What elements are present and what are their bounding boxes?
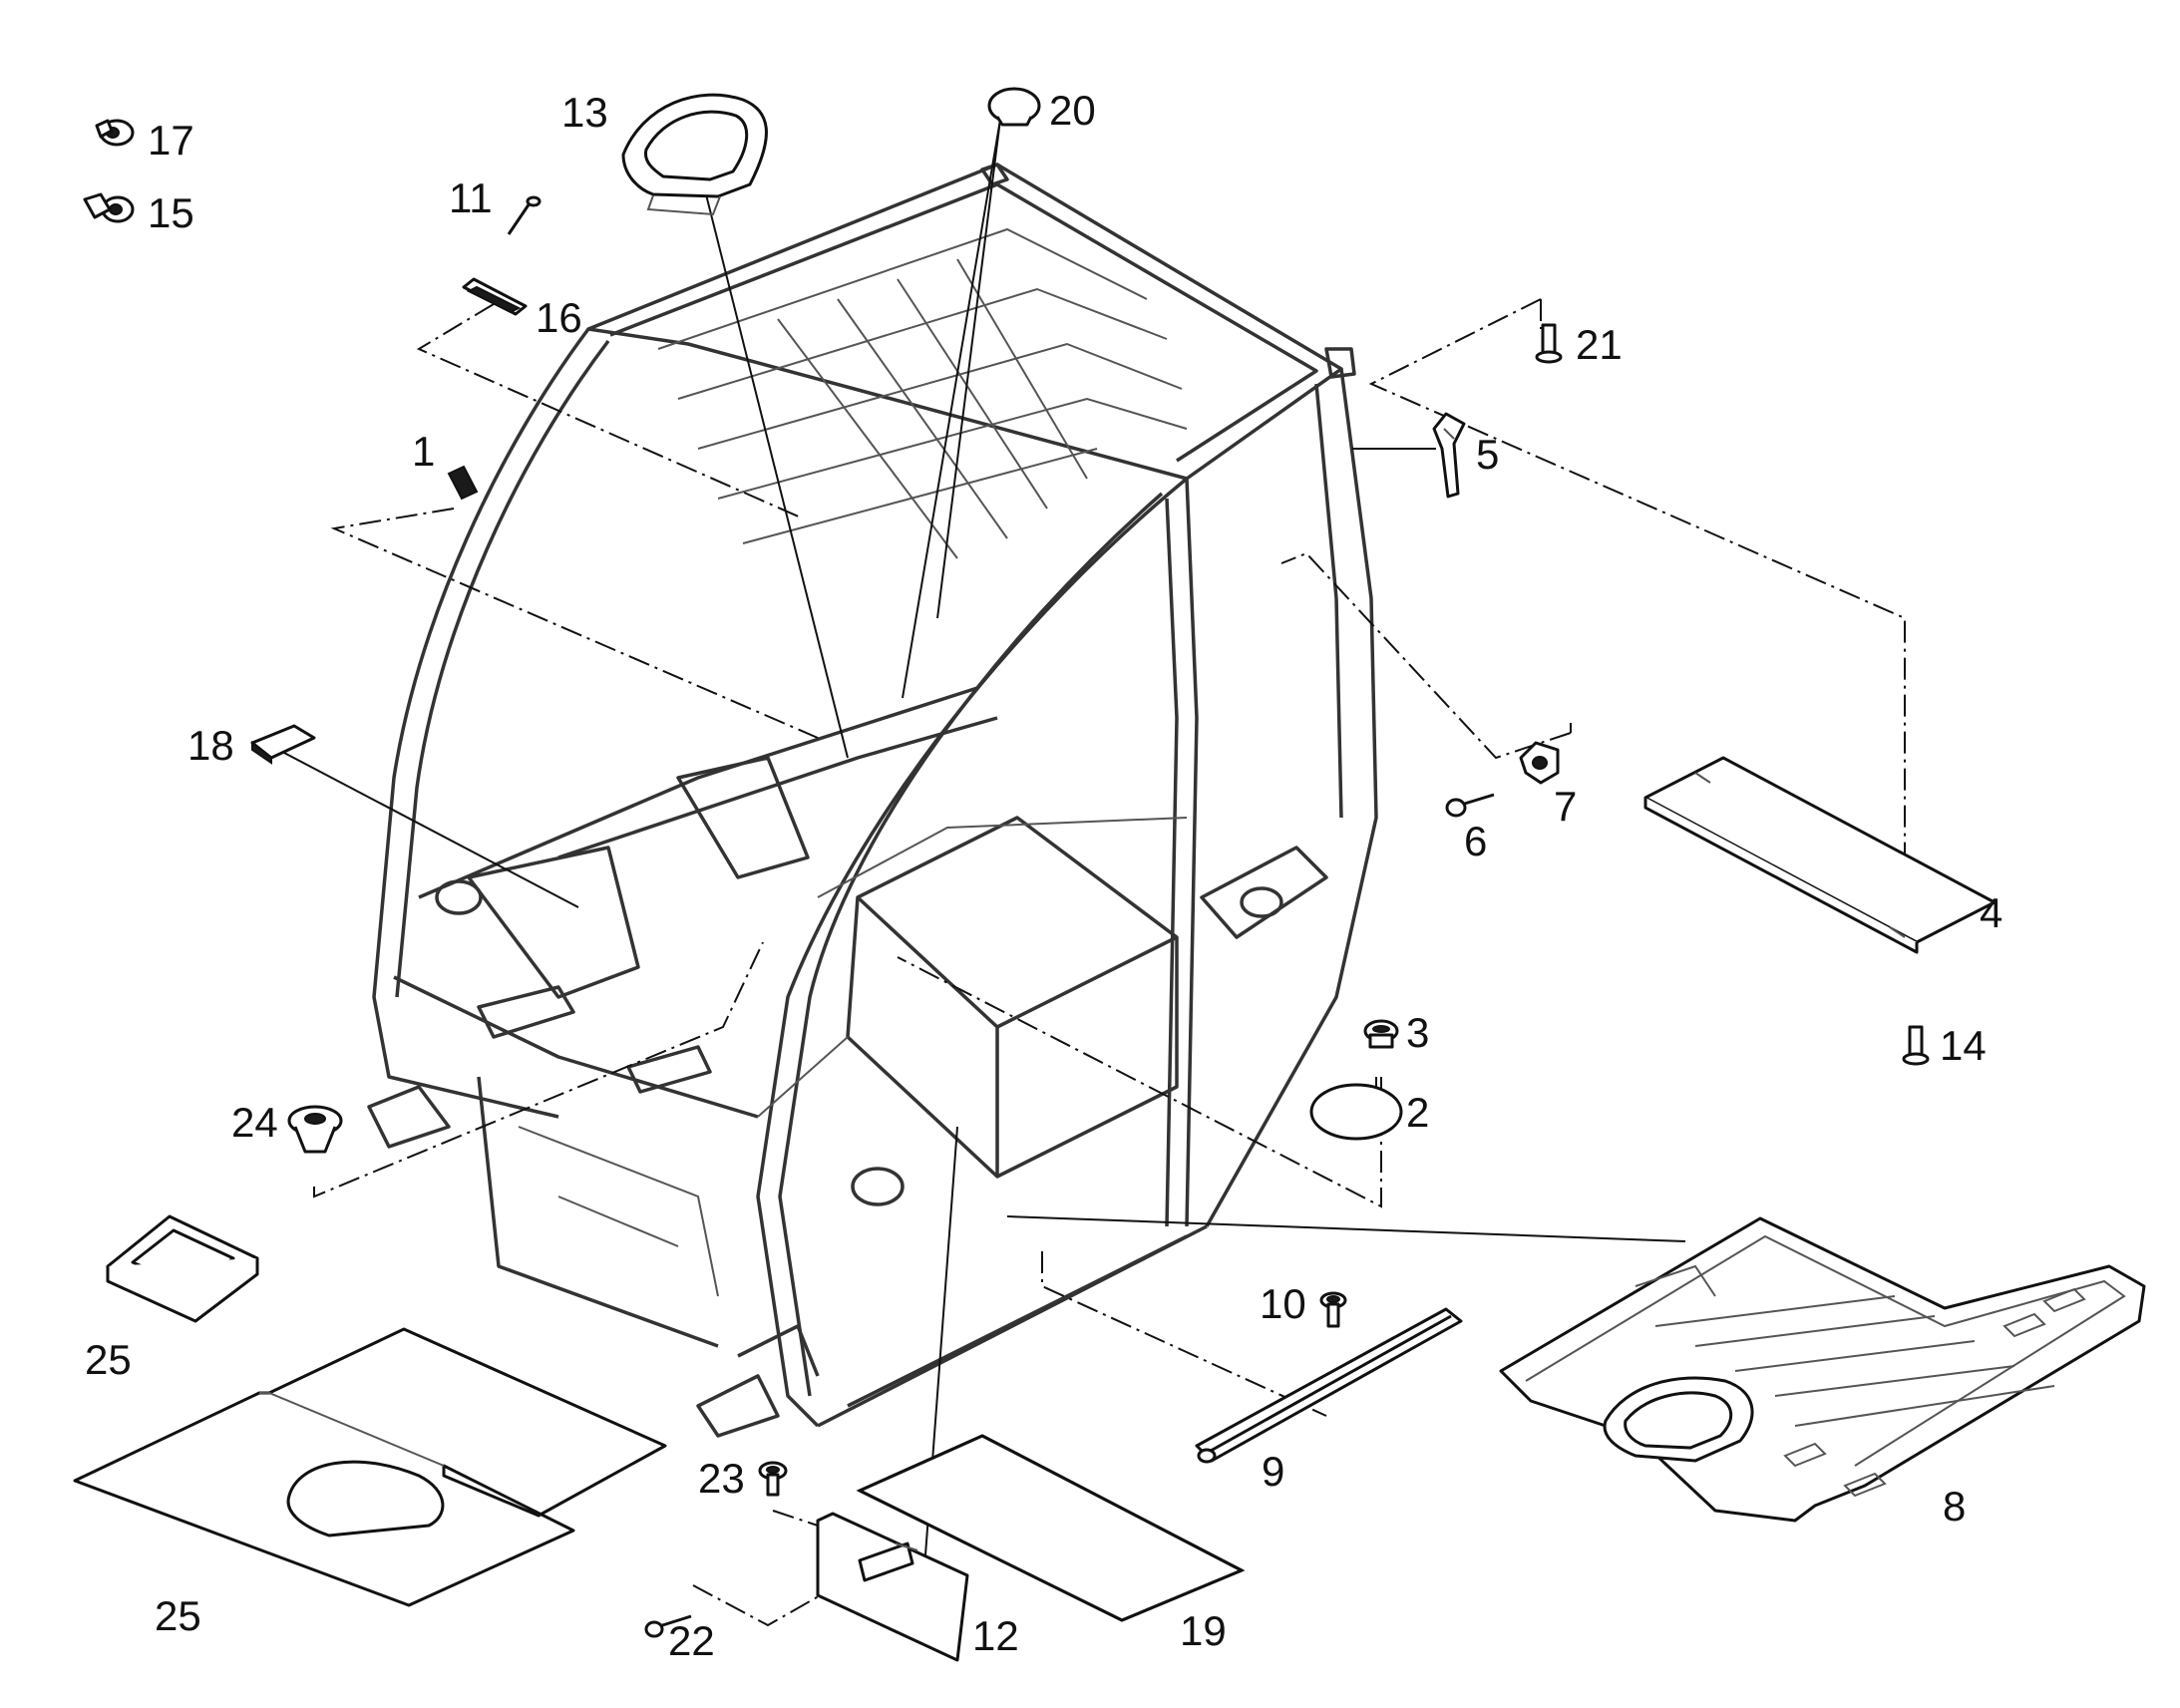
part-19-mesh-mat bbox=[856, 1434, 1246, 1622]
callout-12: 12 bbox=[972, 1612, 1019, 1659]
callout-10: 10 bbox=[1260, 1280, 1306, 1327]
part-1-block bbox=[447, 465, 479, 501]
callout-2: 2 bbox=[1406, 1089, 1429, 1136]
callout-24: 24 bbox=[231, 1099, 278, 1146]
callout-6: 6 bbox=[1464, 818, 1487, 864]
callout-11: 11 bbox=[449, 174, 493, 221]
callout-19: 19 bbox=[1180, 1607, 1227, 1654]
part-10-screw bbox=[1319, 1291, 1347, 1328]
part-11-screw bbox=[507, 195, 542, 235]
leader-lines bbox=[283, 119, 1686, 1636]
callout-20: 20 bbox=[1049, 87, 1096, 134]
callout-23: 23 bbox=[698, 1455, 745, 1502]
callout-7: 7 bbox=[1554, 783, 1577, 830]
callout-21: 21 bbox=[1576, 321, 1623, 368]
callout-3: 3 bbox=[1406, 1009, 1429, 1056]
callout-17: 17 bbox=[148, 117, 194, 164]
callout-4: 4 bbox=[1980, 889, 2002, 936]
part-14-bolt bbox=[1902, 1025, 1930, 1066]
part-9-sill-strip bbox=[1195, 1307, 1463, 1464]
part-21-bolt bbox=[1535, 323, 1563, 364]
roof-grille bbox=[657, 227, 1188, 559]
part-16-strip bbox=[462, 277, 528, 316]
part-22-screw bbox=[644, 1614, 692, 1638]
part-7-nut bbox=[1519, 741, 1560, 785]
part-23-screw bbox=[758, 1461, 788, 1497]
callout-9: 9 bbox=[1262, 1448, 1284, 1495]
part-25-tray bbox=[106, 1214, 259, 1323]
part-3-cap bbox=[1363, 1019, 1399, 1049]
callout-14: 14 bbox=[1940, 1022, 1987, 1069]
part-4-panel bbox=[1643, 756, 1997, 954]
callout-1: 1 bbox=[412, 428, 435, 475]
part-18-pad bbox=[250, 724, 316, 765]
callout-labels: 1 2 3 4 5 6 7 8 9 10 11 12 13 14 15 16 1… bbox=[85, 87, 2002, 1664]
part-2-o-ring bbox=[1309, 1083, 1403, 1141]
part-12-cover bbox=[816, 1512, 969, 1662]
callout-22: 22 bbox=[668, 1617, 715, 1664]
part-25-mat bbox=[73, 1327, 667, 1607]
callout-8: 8 bbox=[1943, 1483, 1966, 1530]
callout-18: 18 bbox=[187, 722, 234, 769]
callout-16: 16 bbox=[536, 294, 582, 341]
callout-13: 13 bbox=[561, 89, 608, 136]
part-15-grommet bbox=[83, 192, 135, 223]
part-13-handle bbox=[621, 93, 768, 216]
part-20-cap bbox=[987, 87, 1041, 127]
part-8-floor-plate bbox=[1499, 1216, 2146, 1523]
part-5-clip bbox=[1432, 412, 1466, 499]
part-17-grommet bbox=[95, 119, 135, 147]
callout-5: 5 bbox=[1476, 431, 1499, 478]
callout-15: 15 bbox=[148, 189, 194, 236]
callout-25-tray: 25 bbox=[85, 1336, 132, 1383]
cab-frame bbox=[367, 163, 1378, 1438]
part-24-grommet bbox=[287, 1105, 343, 1154]
callout-25-mat: 25 bbox=[155, 1592, 201, 1639]
part-6-bolt bbox=[1445, 793, 1495, 818]
